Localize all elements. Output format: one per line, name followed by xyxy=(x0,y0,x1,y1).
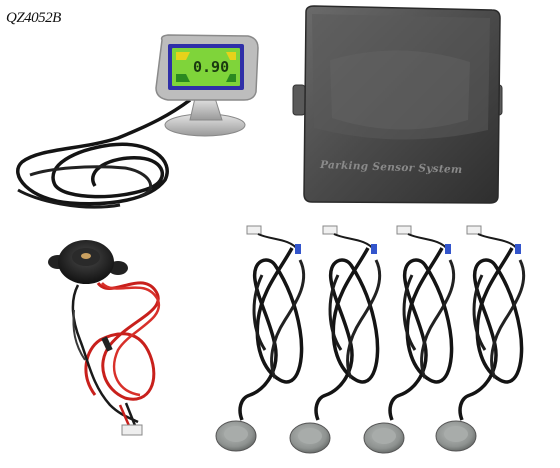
buzzer-sound-port xyxy=(81,253,91,259)
lcd-readout: 0.90 xyxy=(193,58,229,76)
wire-tie xyxy=(101,336,113,352)
mount-ear-left xyxy=(292,84,306,116)
sensor-connector xyxy=(396,225,412,235)
sensor-connector xyxy=(322,225,338,235)
buzzer-connector xyxy=(121,424,143,436)
sensor-set xyxy=(215,225,526,454)
buzzer xyxy=(48,240,161,436)
model-code-label: QZ4052B xyxy=(6,10,61,26)
sensor-4 xyxy=(435,225,526,452)
buzzer-wire-red xyxy=(84,281,160,401)
sensor-2 xyxy=(289,225,382,454)
sensor-1 xyxy=(215,225,306,452)
control-box-label: Parking Sensor System xyxy=(319,159,463,176)
display-cable xyxy=(16,98,192,206)
sensor-connector xyxy=(466,225,482,235)
display-unit: 0.90 xyxy=(16,34,259,209)
sensor-connector xyxy=(246,225,262,235)
control-box: Parking Sensor System xyxy=(292,5,503,204)
sensor-3 xyxy=(363,225,456,454)
display-stand-neck xyxy=(189,97,223,121)
